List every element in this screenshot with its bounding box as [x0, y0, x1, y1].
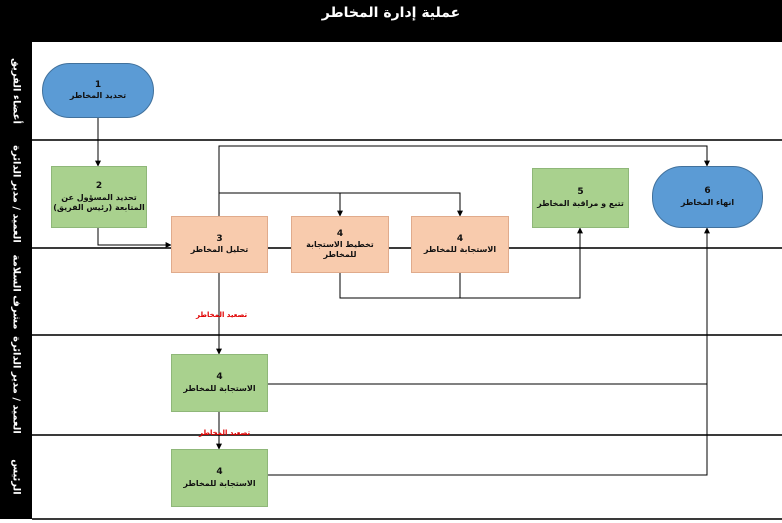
edge-2-3 [97, 228, 172, 248]
node-identify-risks: 1 تحديد المخاطر [42, 63, 154, 118]
edge-4d-6 [268, 384, 708, 476]
node-number: 6 [704, 186, 711, 197]
node-text: الاستجابة للمخاطر [423, 245, 497, 255]
node-number: 1 [94, 79, 102, 90]
node-text: الاستجابة للمخاطر [183, 478, 256, 488]
edge-3-6 [218, 145, 710, 216]
node-risk-response: 4 الاستجابة للمخاطر [411, 216, 509, 273]
node-text: تحديد المخاطر [69, 91, 127, 101]
lane-divider [32, 334, 782, 336]
node-track-monitor: 5 تتبع و مراقبة المخاطر [532, 168, 629, 228]
lane-label-president: الرئيس [0, 435, 32, 519]
lane-label-dean-1: العميد / مدير الدائرة [0, 140, 32, 248]
lane-label-team: أعضاء الفريق [0, 42, 32, 140]
node-text: تحديد المسؤول عن المتابعة (رئيس الفريق) [53, 192, 145, 212]
lane-divider [32, 518, 782, 520]
node-dean-response: 4 الاستجابة للمخاطر [171, 354, 268, 412]
node-number: 4 [456, 233, 464, 244]
node-number: 4 [216, 467, 223, 478]
node-text: الاستجابة للمخاطر [183, 383, 256, 393]
node-number: 4 [336, 228, 344, 239]
lane-divider [32, 434, 782, 436]
node-president-response: 4 الاستجابة للمخاطر [171, 449, 268, 507]
lane-label-safety: مشرف السلامة [0, 248, 32, 335]
lane-divider [32, 247, 782, 249]
node-close-risks: 6 انهاء المخاطر [652, 166, 763, 228]
node-analyze-risks: 3 تحليل المخاطر [171, 216, 268, 273]
node-text: انهاء المخاطر [680, 197, 735, 207]
escalation-label: تصعيد المخاطر [196, 311, 248, 319]
escalation-label: تصعيد المخاطر [199, 429, 251, 437]
node-number: 5 [577, 187, 584, 198]
diagram-title: عملية إدارة المخاطر [0, 0, 782, 42]
node-number: 4 [216, 372, 223, 383]
node-plan-response: 4 تخطيط الاستجابة للمخاطر [291, 216, 389, 273]
node-text: تخطيط الاستجابة للمخاطر [306, 240, 374, 260]
edge-3-4 [219, 192, 463, 217]
node-number: 3 [216, 233, 223, 244]
node-number: 2 [95, 181, 103, 192]
node-text: تحليل المخاطر [190, 245, 249, 255]
node-text: تتبع و مراقبة المخاطر [537, 198, 624, 208]
lane-divider [32, 139, 782, 141]
node-assign-owner: 2 تحديد المسؤول عن المتابعة (رئيس الفريق… [51, 166, 147, 228]
lane-label-dean-2: العميد / مدير الدائرة [0, 335, 32, 435]
